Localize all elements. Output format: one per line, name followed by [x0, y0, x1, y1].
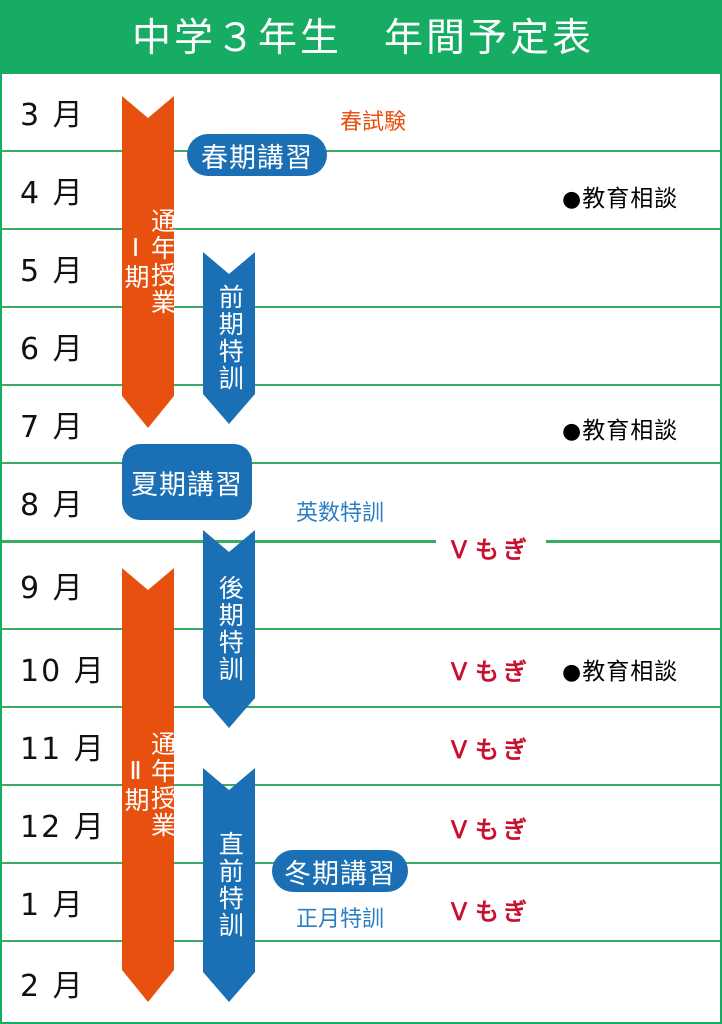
table-row: 5 月 [2, 230, 720, 308]
arrow-label-tsunen-1: 通年授業 Ⅰ期 [121, 208, 177, 316]
arrow-shape-orange-2 [122, 568, 174, 1002]
table-row: 2 月 [2, 942, 720, 1022]
vmogi-marker: Ｖもぎ [447, 816, 531, 844]
month-label-1: 1 月 [20, 888, 85, 923]
counseling-marker: ●教育相談 [562, 411, 678, 445]
arrow-chokuzen-tokkun: 直前特訓 [203, 768, 255, 1002]
arrow-shape-blue-chokuzen [203, 768, 255, 1002]
month-label-8: 8 月 [20, 488, 85, 523]
table-row: 11 月 [2, 708, 720, 786]
arrow-shape-blue-zenki [203, 252, 255, 424]
month-label-3: 3 月 [20, 98, 85, 133]
month-label-12: 12 月 [20, 810, 106, 845]
vmogi-marker: Ｖもぎ [447, 536, 531, 564]
counseling-label: 教育相談 [582, 418, 679, 444]
counseling-marker: ●教育相談 [562, 652, 678, 686]
vmogi-line-mask [436, 530, 546, 554]
pill-label-touki: 冬期講習 [284, 858, 396, 890]
arrow-tsunen-jugyou-2: 通年授業 Ⅱ期 [121, 568, 177, 1002]
table-row: 6 月 [2, 308, 720, 386]
table-row: 9 月 [2, 542, 720, 630]
arrow-zenki-tokkun: 前期特訓 [203, 252, 255, 424]
month-label-7: 7 月 [20, 410, 85, 445]
month-label-4: 4 月 [20, 176, 85, 211]
month-label-2: 2 月 [20, 969, 85, 1004]
vmogi-marker: Ｖもぎ [447, 898, 531, 926]
table-row: 7 月 [2, 386, 720, 464]
arrow-label-kouki-tokkun: 後期特訓 [215, 575, 245, 683]
bullet-icon: ● [562, 419, 583, 444]
arrow-tsunen-jugyou-1: 通年授業 Ⅰ期 [121, 96, 177, 428]
counseling-marker: ●教育相談 [562, 179, 678, 213]
note-shougatsu-tokkun: 正月特訓 [296, 907, 385, 932]
bullet-icon: ● [562, 660, 583, 685]
arrow-label-chokuzen-tokkun: 直前特訓 [215, 831, 245, 939]
note-eisuu-tokkun: 英数特訓 [296, 501, 385, 526]
vmogi-divider-line [2, 541, 720, 543]
month-label-5: 5 月 [20, 254, 85, 289]
counseling-label: 教育相談 [582, 186, 679, 212]
note-haru-shiken: 春試験 [340, 110, 407, 135]
month-label-10: 10 月 [20, 654, 106, 689]
vmogi-marker: Ｖもぎ [447, 658, 531, 686]
pill-kaki-koushuu[interactable]: 夏期講習 [122, 444, 252, 520]
pill-label-kaki: 夏期講習 [131, 469, 243, 501]
pill-touki-koushuu[interactable]: 冬期講習 [272, 850, 408, 892]
bullet-icon: ● [562, 187, 583, 212]
arrow-kouki-tokkun: 後期特訓 [203, 530, 255, 728]
table-row: 1 月 [2, 864, 720, 942]
month-label-9: 9 月 [20, 571, 85, 606]
page-title: 中学３年生 年間予定表 [131, 15, 594, 61]
month-label-6: 6 月 [20, 332, 85, 367]
month-label-11: 11 月 [20, 732, 106, 767]
arrow-shape-blue-kouki [203, 530, 255, 728]
arrow-shape-orange-1 [122, 96, 174, 428]
vmogi-marker: Ｖもぎ [447, 736, 531, 764]
arrow-label-tsunen-2: 通年授業 Ⅱ期 [121, 731, 177, 839]
counseling-label: 教育相談 [582, 659, 679, 685]
arrow-label-zenki-tokkun: 前期特訓 [215, 284, 245, 392]
table-row: 4 月 [2, 152, 720, 230]
table-row: 3 月 [2, 74, 720, 152]
page-header: 中学３年生 年間予定表 [2, 2, 720, 74]
table-row: 10 月 [2, 630, 720, 708]
pill-label-shunki: 春期講習 [201, 142, 313, 174]
pill-shunki-koushuu[interactable]: 春期講習 [187, 134, 327, 176]
